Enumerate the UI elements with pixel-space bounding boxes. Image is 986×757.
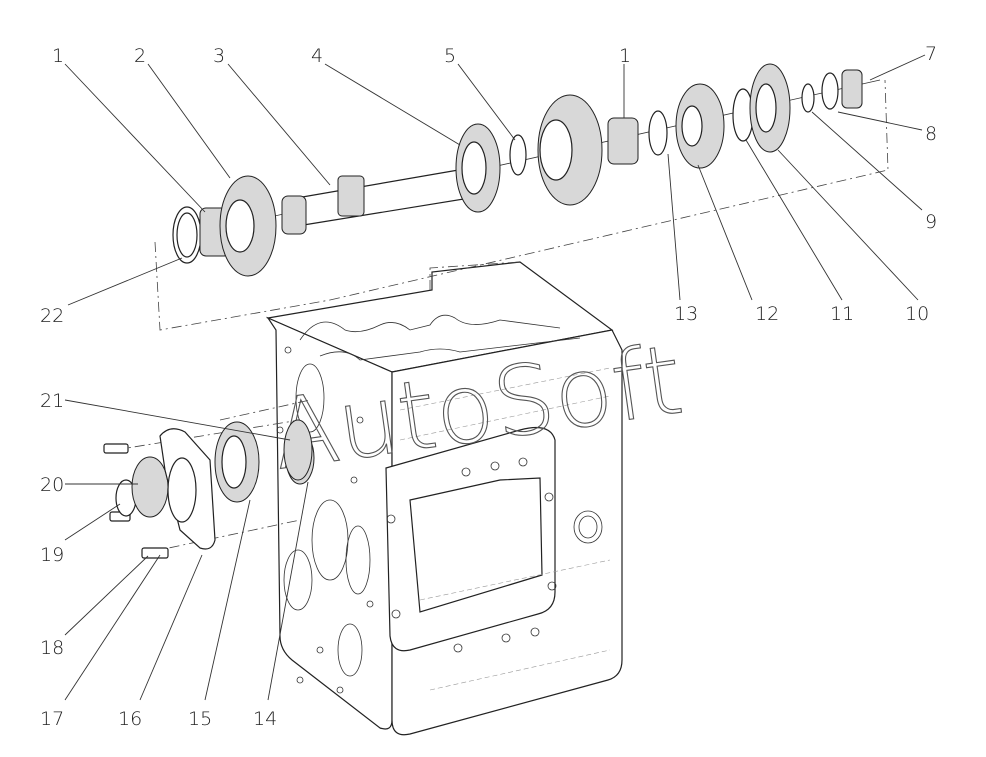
part-gear-20 — [131, 456, 169, 518]
callout-1-right: 1 — [619, 45, 631, 67]
shaft-assembly — [172, 63, 881, 277]
leader-lines — [64, 54, 926, 701]
callout-14: 14 — [253, 708, 277, 730]
callout-16: 16 — [118, 708, 142, 730]
callout-3: 3 — [213, 45, 225, 67]
callout-10: 10 — [905, 303, 929, 325]
assembly-lines — [114, 79, 889, 553]
part-bolt-17 — [141, 547, 169, 559]
gearbox-housing — [265, 261, 623, 736]
callout-13: 13 — [674, 303, 698, 325]
part-washer-8 — [821, 72, 839, 110]
callout-19: 19 — [40, 544, 64, 566]
part-needle-bearing-1b — [607, 117, 639, 165]
callout-2: 2 — [134, 45, 146, 67]
callout-12: 12 — [755, 303, 779, 325]
callout-11: 11 — [830, 303, 854, 325]
callout-22: 22 — [40, 305, 64, 327]
callout-7: 7 — [925, 43, 937, 65]
callout-1: 1 — [52, 45, 64, 67]
callout-21: 21 — [40, 390, 64, 412]
part-bolt-top — [103, 443, 129, 454]
callout-9: 9 — [925, 211, 937, 233]
part-seal-14 — [283, 419, 313, 481]
callout-20: 20 — [40, 474, 64, 496]
callout-8: 8 — [925, 123, 937, 145]
callout-15: 15 — [188, 708, 212, 730]
callout-4: 4 — [311, 45, 323, 67]
part-shaft-3 — [284, 167, 471, 229]
callout-17: 17 — [40, 708, 64, 730]
callout-labels: 1 2 3 4 5 1 7 8 9 10 11 12 13 22 21 20 1… — [40, 43, 937, 730]
callout-18: 18 — [40, 637, 64, 659]
callout-5: 5 — [444, 45, 456, 67]
part-circlip-9 — [801, 83, 815, 113]
part-bearing-7 — [841, 69, 863, 109]
part-ring-13 — [648, 110, 668, 156]
part-ring-5 — [509, 134, 527, 176]
side-cover-assembly — [103, 419, 313, 559]
